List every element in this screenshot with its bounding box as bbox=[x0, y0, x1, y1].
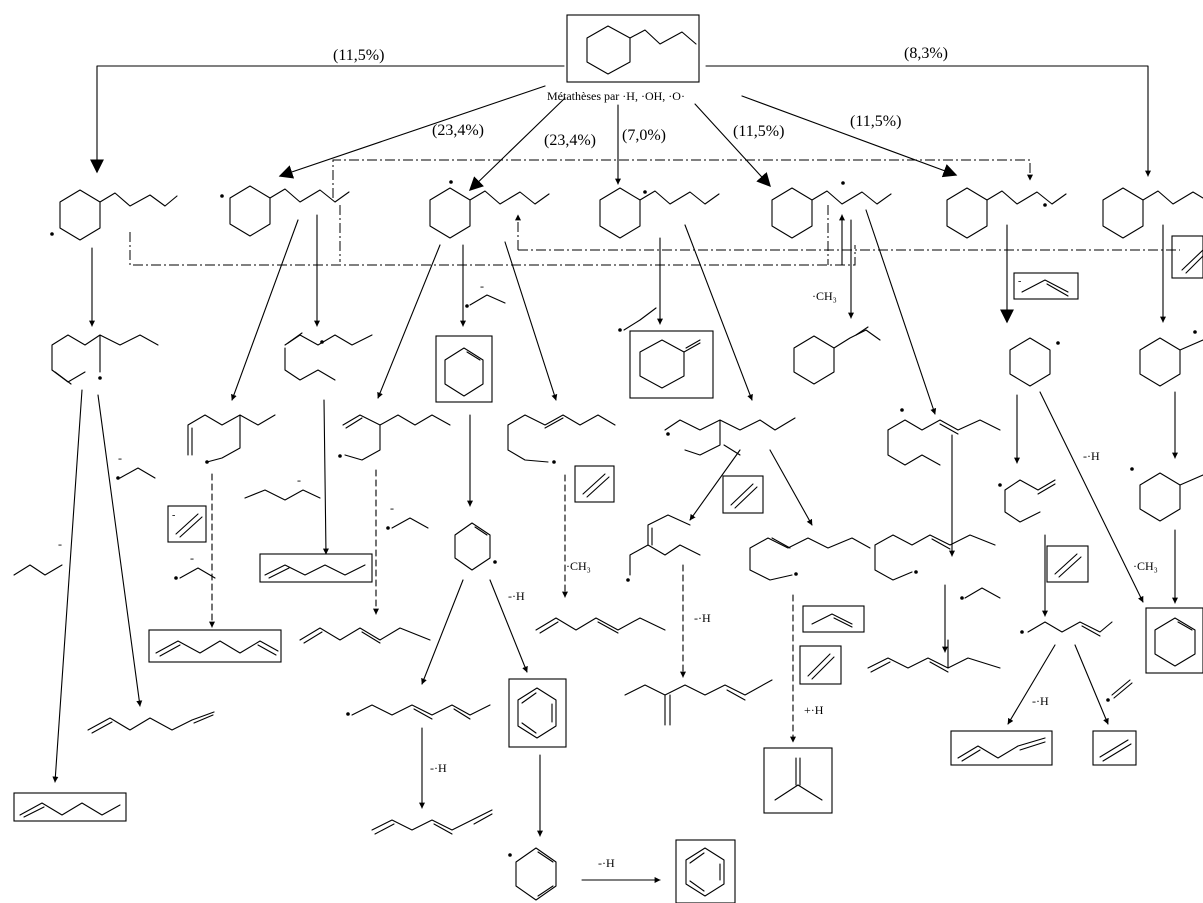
product-pentene-box bbox=[14, 793, 126, 821]
benzene-box-3 bbox=[509, 679, 566, 747]
ethyl-radical-2a: - bbox=[174, 551, 215, 580]
propyl-radical-left: - bbox=[14, 537, 62, 575]
h-loss-3a: -·H bbox=[508, 589, 525, 603]
butadienyl-radical-6 bbox=[1020, 622, 1112, 636]
product-hexadiene-1 bbox=[88, 712, 214, 733]
cyclohexenyl-radical-3 bbox=[455, 523, 497, 570]
svg-text:-: - bbox=[1018, 276, 1021, 287]
methyl-loss-5: ·CH₃ bbox=[812, 289, 837, 303]
reactant-propylcyclohexane bbox=[567, 15, 699, 82]
diene-radical-2a bbox=[188, 415, 275, 464]
product-pentadiene-box bbox=[149, 630, 281, 662]
product-pentadiene-3b bbox=[536, 618, 665, 633]
methyl-loss-3b: ·CH₃ bbox=[566, 559, 591, 573]
benzene-box-bottom bbox=[676, 840, 735, 903]
h-loss-4a: -·H bbox=[694, 611, 711, 625]
open-radical-5b bbox=[875, 535, 995, 580]
hexenyl-radical-6 bbox=[998, 480, 1055, 522]
product-hexene-box bbox=[260, 554, 372, 582]
radical-1 bbox=[50, 190, 177, 240]
branch-percent-6: (11,5%) bbox=[850, 113, 901, 130]
branch-percent-5: (11,5%) bbox=[733, 123, 784, 140]
ethene-box-3b bbox=[575, 466, 614, 502]
propyl-radical-4 bbox=[618, 308, 656, 332]
svg-text:-: - bbox=[390, 501, 394, 515]
methylcyclohexyl-radical-7 bbox=[1130, 467, 1203, 521]
vinylcyclohexane bbox=[794, 327, 880, 384]
h-loss-3b: -·H bbox=[430, 761, 447, 775]
ring-open-radical-1 bbox=[52, 335, 158, 384]
propyl-radical-2: - bbox=[116, 451, 155, 480]
h-loss-3c: -·H bbox=[598, 856, 615, 870]
propenyl-radical-3: - bbox=[465, 279, 505, 308]
branch-percent-1: (11,5%) bbox=[333, 47, 384, 64]
ethene-box-6 bbox=[1047, 546, 1088, 582]
h-gain-4: +·H bbox=[804, 703, 824, 717]
ethyl-radical-6 bbox=[1106, 680, 1132, 702]
arrow-branch-2 bbox=[280, 86, 545, 176]
propene-box-6: - bbox=[1014, 273, 1078, 299]
propyl-radical-5 bbox=[960, 588, 1000, 600]
diene-radical-3a bbox=[338, 415, 450, 460]
cyclohexyl-radical-7 bbox=[1140, 330, 1203, 386]
isobutene-box bbox=[764, 748, 832, 813]
hexatrienyl-radical-3 bbox=[346, 705, 490, 719]
svg-text:-: - bbox=[118, 451, 122, 465]
product-hexatriene bbox=[372, 810, 492, 834]
ethene-box-4b bbox=[800, 646, 841, 684]
branch-percent-4: (7,0%) bbox=[622, 127, 666, 144]
arrow-branch-1 bbox=[97, 66, 564, 172]
propene-box-4 bbox=[803, 606, 864, 632]
ethene-box-2a: - bbox=[168, 506, 206, 542]
svg-text:-: - bbox=[58, 537, 62, 551]
isomerization-paths bbox=[130, 160, 1180, 318]
product-ethene-box bbox=[1093, 731, 1136, 765]
h-loss-6a: -·H bbox=[1083, 449, 1100, 463]
radical-2 bbox=[220, 186, 349, 236]
diene-radical-3b bbox=[508, 415, 615, 464]
radical-7 bbox=[1103, 188, 1203, 238]
cyclohexene-box-7 bbox=[1146, 608, 1203, 673]
branch-percent-2: (23,4%) bbox=[432, 122, 484, 139]
product-hexatriene-5 bbox=[868, 640, 1000, 672]
propyl-radical-3a: - bbox=[386, 501, 428, 530]
open-radical-5 bbox=[888, 408, 1000, 465]
svg-text:-: - bbox=[172, 510, 175, 521]
cyclohexene-box-3 bbox=[436, 336, 492, 402]
radical-4 bbox=[600, 188, 719, 238]
branched-radical-4a bbox=[626, 515, 700, 582]
branch-percent-7: (8,3%) bbox=[904, 45, 948, 62]
methylenecyclohexane-box bbox=[630, 331, 713, 398]
diene-radical-4 bbox=[665, 418, 795, 455]
metathesis-label: Métathèses par ·H, ·OH, ·O· bbox=[547, 89, 685, 103]
cyclohexadienyl-radical bbox=[508, 848, 556, 900]
open-chain-radical-2b bbox=[285, 333, 372, 380]
cyclohexyl-radical-6 bbox=[1010, 338, 1060, 386]
ethene-box-4 bbox=[723, 476, 763, 513]
svg-text:-: - bbox=[297, 473, 301, 487]
product-pentadiene-3a bbox=[300, 628, 430, 643]
h-loss-6b: -·H bbox=[1032, 694, 1049, 708]
arrow-branch-5 bbox=[695, 104, 770, 186]
product-methylpentadiene bbox=[625, 680, 772, 725]
methyl-loss-7: ·CH₃ bbox=[1133, 559, 1158, 573]
branch-percent-3: (23,4%) bbox=[544, 132, 596, 149]
svg-text:-: - bbox=[480, 279, 484, 293]
radical-3 bbox=[430, 180, 549, 238]
svg-text:-: - bbox=[190, 551, 194, 565]
propenyl-radical-2b: - bbox=[245, 473, 320, 500]
propene-box-7 bbox=[1172, 236, 1203, 278]
product-butadiene-box bbox=[951, 731, 1052, 765]
branched-radical-4b bbox=[750, 538, 870, 580]
